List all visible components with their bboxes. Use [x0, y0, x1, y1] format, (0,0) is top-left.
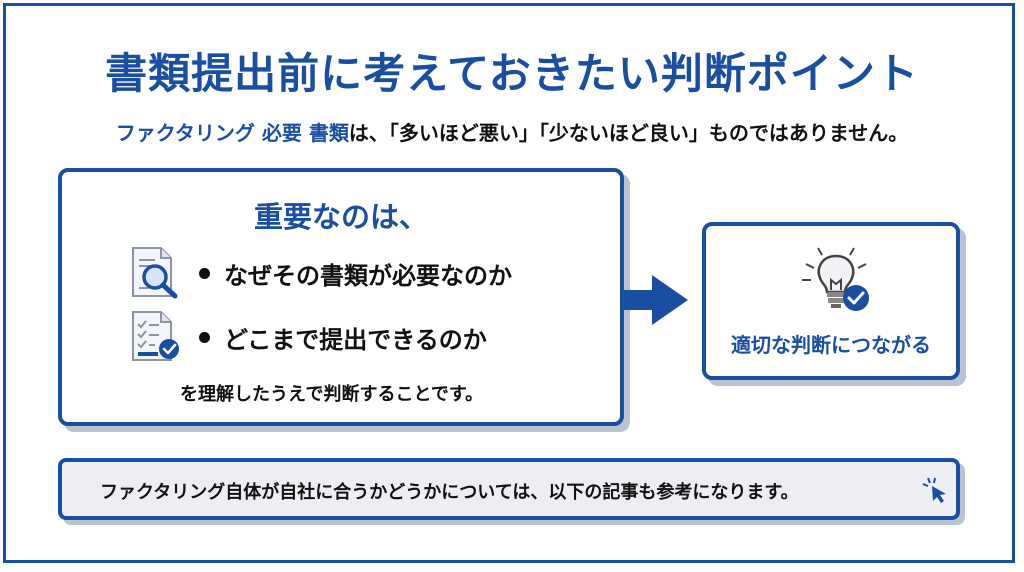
subtitle-keyword: ファクタリング 必要 書類	[115, 121, 349, 145]
point-item: なぜその書類が必要なのか	[127, 244, 512, 302]
checklist-icon	[132, 311, 179, 361]
bullet-dot	[199, 267, 210, 279]
key-points-card: 重要なのは、 なぜその書類が必要なのか どこまで提	[58, 168, 624, 426]
result-text: 適切な判断につながる	[731, 333, 931, 357]
page-title: 書類提出前に考えておきたい判断ポイント	[105, 49, 919, 98]
right-arrow-icon	[622, 275, 688, 325]
key-points-heading: 重要なのは、	[253, 200, 428, 234]
related-article-text: ファクタリング自体が自社に合うかどうかについては、以下の記事も参考になります。	[100, 482, 799, 503]
lightbulb-check-icon	[802, 247, 869, 311]
click-cursor-icon	[922, 477, 946, 503]
point-item: どこまで提出できるのか	[127, 308, 487, 366]
subtitle-rest: は、「多いほど悪い」「少ないほど良い」ものではありません。	[348, 121, 909, 145]
point-text: なぜその書類が必要なのか	[224, 261, 512, 290]
conclusion-text: を理解したうえで判断することです。	[180, 384, 484, 405]
related-article-link[interactable]: ファクタリング自体が自社に合うかどうかについては、以下の記事も参考になります。	[58, 458, 960, 520]
bullet-dot	[199, 331, 210, 343]
subtitle: ファクタリング 必要 書類は、「多いほど悪い」「少ないほど良い」ものではありませ…	[0, 117, 1024, 146]
outer-frame	[3, 3, 1015, 563]
result-card: 適切な判断につながる	[702, 222, 960, 380]
point-text: どこまで提出できるのか	[224, 325, 487, 354]
document-search-icon	[132, 247, 178, 299]
